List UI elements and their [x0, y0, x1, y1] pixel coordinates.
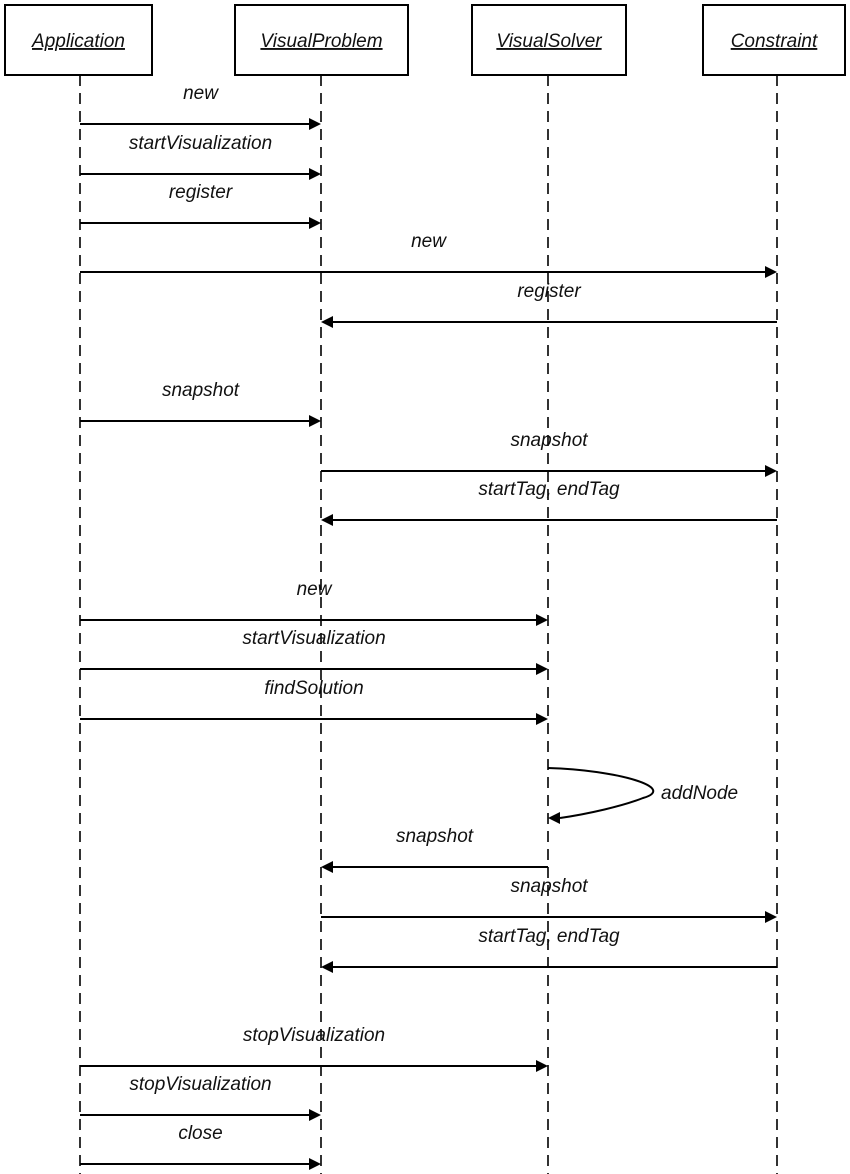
message: snapshot [321, 876, 777, 923]
arrowhead-icon [536, 663, 548, 675]
message: register [80, 182, 321, 229]
arrowhead-icon [765, 911, 777, 923]
message-label: close [178, 1123, 222, 1144]
arrowhead-icon [321, 514, 333, 526]
message: stopVisualization [80, 1074, 321, 1121]
message: startTag, endTag [321, 479, 777, 526]
message-label: startTag, endTag [478, 926, 620, 947]
arrowhead-icon [309, 1158, 321, 1170]
arrowhead-icon [548, 812, 560, 824]
message: new [80, 231, 777, 278]
arrowhead-icon [309, 217, 321, 229]
lifeline-header-box [4, 4, 153, 76]
arrowhead-icon [765, 266, 777, 278]
message-label: new [411, 231, 447, 252]
message-label: snapshot [510, 876, 588, 897]
lifeline-name: Constraint [731, 31, 818, 52]
lifeline-app: Application [4, 4, 153, 1174]
arrowhead-icon [309, 168, 321, 180]
message: startVisualization [80, 133, 321, 180]
lifeline-vp: VisualProblem [234, 4, 409, 1174]
message-label: stopVisualization [243, 1025, 385, 1046]
message: new [80, 579, 548, 626]
lifeline-vs: VisualSolver [471, 4, 627, 1174]
message: close [80, 1123, 321, 1170]
arrowhead-icon [536, 1060, 548, 1072]
message: new [80, 83, 321, 130]
message-line [547, 767, 655, 819]
arrowhead-icon [321, 861, 333, 873]
message-label: startVisualization [242, 628, 385, 649]
arrowhead-icon [309, 1109, 321, 1121]
arrowhead-icon [309, 118, 321, 130]
message: startVisualization [80, 628, 548, 675]
arrowhead-icon [536, 713, 548, 725]
lifeline-name: Application [31, 31, 125, 52]
message: snapshot [80, 380, 321, 427]
arrowhead-icon [321, 961, 333, 973]
message: addNode [547, 767, 738, 824]
arrowhead-icon [765, 465, 777, 477]
message-label: findSolution [264, 678, 363, 699]
message-label: snapshot [396, 826, 474, 847]
message: stopVisualization [80, 1025, 548, 1072]
message-label: register [517, 281, 581, 302]
message-label: addNode [661, 783, 738, 804]
message: register [321, 281, 777, 328]
message-label: snapshot [510, 430, 588, 451]
message-label: stopVisualization [129, 1074, 271, 1095]
message-label: startTag, endTag [478, 479, 620, 500]
message-label: new [183, 83, 219, 104]
lifeline-name: VisualProblem [260, 31, 382, 52]
message-label: new [297, 579, 333, 600]
message-label: snapshot [162, 380, 240, 401]
messages: new startVisualization register new register… [80, 83, 777, 1170]
lifeline-header-box [702, 4, 846, 76]
lifeline-con: Constraint [702, 4, 846, 1174]
message: snapshot [321, 826, 548, 873]
message: snapshot [321, 430, 777, 477]
arrowhead-icon [309, 415, 321, 427]
message-label: startVisualization [129, 133, 272, 154]
arrowhead-icon [321, 316, 333, 328]
message: startTag, endTag [321, 926, 777, 973]
lifeline-header-box [471, 4, 627, 76]
lifeline-name: VisualSolver [496, 31, 602, 52]
lifeline-header-box [234, 4, 409, 76]
message: findSolution [80, 678, 548, 725]
message-label: register [169, 182, 233, 203]
arrowhead-icon [536, 614, 548, 626]
lifelines: Application VisualProblem VisualSolver Cons… [4, 4, 846, 1174]
